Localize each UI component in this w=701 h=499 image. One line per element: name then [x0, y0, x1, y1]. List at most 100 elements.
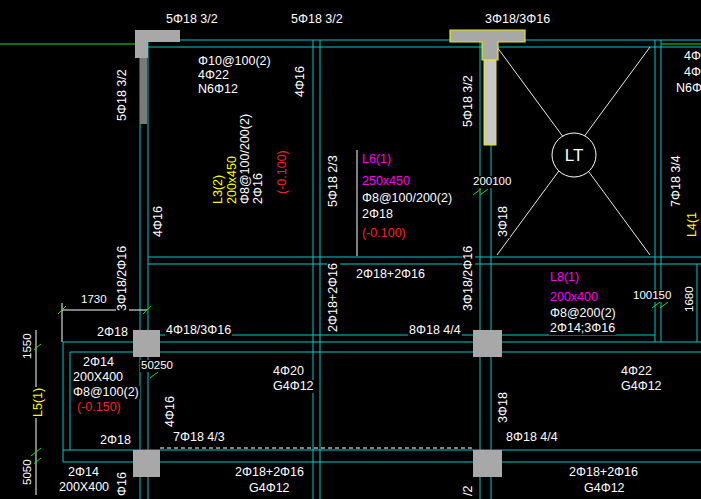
column	[473, 330, 502, 357]
rebar-annotation: 1730	[80, 294, 108, 306]
beam-line	[148, 257, 701, 258]
axis-line	[0, 44, 135, 45]
rebar-annotation: Φ10@100(2)	[197, 55, 272, 68]
rebar-annotation: 2Φ14	[82, 356, 115, 369]
extension-line	[62, 303, 63, 342]
column	[133, 450, 160, 477]
rebar-annotation: 2Φ18	[361, 208, 394, 221]
rebar-annotation: 200x450	[226, 155, 239, 205]
rebar-annotation: G4Φ12	[583, 482, 626, 495]
beam-line	[313, 40, 314, 499]
rebar-annotation: 4Φ	[683, 66, 701, 79]
rebar-annotation: (-0.100)	[361, 227, 407, 240]
rebar-annotation: 5Φ18 3/2	[116, 68, 129, 122]
rebar-annotation: 3Φ18/2Φ16	[462, 245, 475, 312]
rebar-annotation: 8Φ18 4/4	[505, 431, 559, 444]
rebar-annotation: 2Φ16	[252, 172, 265, 205]
beam-line	[480, 30, 481, 499]
rebar-annotation: 7Φ18 3/4	[670, 154, 683, 208]
rebar-annotation: 4Φ	[683, 50, 701, 63]
rebar-annotation: G4Φ12	[620, 380, 663, 393]
dimension-tick	[473, 189, 481, 195]
rebar-annotation: (-0.150)	[76, 401, 122, 414]
dimension-tick	[58, 306, 66, 314]
t-column	[450, 30, 525, 60]
rebar-annotation: L8(1)	[549, 271, 580, 284]
axis-line	[661, 44, 701, 45]
columns	[133, 30, 525, 477]
shaft-circle-outline	[552, 133, 596, 177]
rebar-annotation: 4Φ16	[294, 65, 307, 98]
dimension-marks	[0, 44, 701, 495]
rebar-annotation: G4Φ12	[248, 482, 291, 495]
rebar-annotation: 1680	[684, 285, 696, 313]
beam-lines	[63, 30, 701, 499]
rebar-annotation: Φ16	[116, 471, 129, 497]
leader-line	[357, 150, 358, 256]
rebar-annotation: 2Φ14;3Φ16	[549, 322, 616, 335]
rebar-annotation: 3Φ18	[497, 205, 510, 238]
beam-line	[148, 40, 701, 41]
rebar-annotation: 2Φ14	[67, 466, 100, 479]
shaft-diagonal	[497, 47, 650, 255]
rebar-annotation: Φ8@200(2)	[549, 307, 617, 320]
rebar-annotation: 5050	[22, 458, 34, 486]
shaft-diagonal	[497, 47, 650, 255]
rebar-annotation: 8Φ18 4/4	[408, 324, 462, 337]
rebar-annotation: 4Φ22	[197, 69, 230, 82]
hidden-beam-line	[160, 448, 473, 449]
rebar-annotation: 5Φ18 2/3	[327, 154, 340, 208]
rebar-annotation: 5Φ18 3/2	[462, 74, 475, 128]
column-strip	[140, 58, 147, 124]
rebar-annotation: 4Φ20	[272, 365, 305, 378]
rebar-annotation: 100150	[632, 290, 672, 302]
column	[135, 30, 148, 58]
beam-line	[70, 352, 701, 353]
shaft-symbol: LT	[551, 132, 597, 178]
rebar-annotation: 200x400	[549, 291, 599, 304]
beam-line	[148, 264, 701, 265]
rebar-annotation: 200X400	[72, 371, 124, 384]
rebar-annotation: 5Φ18 3/2	[290, 13, 344, 26]
beam-line	[148, 47, 701, 48]
rebar-annotation: 3Φ18	[497, 391, 510, 424]
beam-line	[148, 30, 149, 499]
dimension-tick	[143, 306, 151, 314]
rebar-annotation: 200100	[472, 176, 512, 188]
rebar-annotation: 50250	[140, 360, 174, 372]
rebar-annotation: 1550	[22, 332, 34, 360]
rebar-annotation: 3Φ18/2Φ16	[116, 245, 129, 312]
rebar-annotation: Φ8@100(2)	[72, 386, 140, 399]
rebar-annotation: 250x450	[361, 175, 411, 188]
dimension-line	[62, 310, 147, 311]
rebar-annotation: 2Φ18	[99, 434, 132, 447]
rebar-annotation: 2Φ18+2Φ16	[568, 466, 639, 479]
dimension-tick	[150, 372, 158, 378]
rebar-annotation: /2	[462, 485, 475, 497]
rebar-annotation: 4Φ16	[164, 395, 177, 428]
column	[133, 330, 160, 357]
dimension-tick	[31, 448, 41, 456]
beam-line	[63, 342, 64, 462]
rebar-annotation: 2Φ18+2Φ16	[355, 268, 426, 281]
rebar-annotation: 4Φ18/3Φ16	[165, 324, 232, 337]
shaft-label: LT	[565, 147, 584, 164]
dimension-tick	[660, 302, 668, 308]
rebar-annotation: 5Φ18 3/2	[165, 13, 219, 26]
dimension-tick	[480, 189, 488, 195]
rebar-annotation: 200X400	[58, 481, 110, 494]
rebar-annotation: G4Φ12	[272, 380, 315, 393]
rebar-annotation: 4Φ22	[620, 365, 653, 378]
rebar-annotation: L6(1)	[361, 153, 392, 166]
rebar-annotation: L4(1	[686, 211, 699, 238]
rebar-annotation: 2Φ18+2Φ16	[327, 262, 340, 333]
rebar-annotation: (-0.100)	[276, 149, 289, 195]
beam-line	[70, 352, 71, 450]
rebar-annotation: 3Φ18/3Φ16	[484, 13, 551, 26]
rebar-annotation: 7Φ18 4/3	[172, 431, 226, 444]
rebar-annotation: Φ8@100/200(2)	[361, 192, 453, 205]
rebar-annotation: N6Φ12	[197, 83, 239, 96]
beam-line	[491, 335, 655, 336]
rebar-annotation: Φ8@100/200(2)	[239, 113, 252, 205]
